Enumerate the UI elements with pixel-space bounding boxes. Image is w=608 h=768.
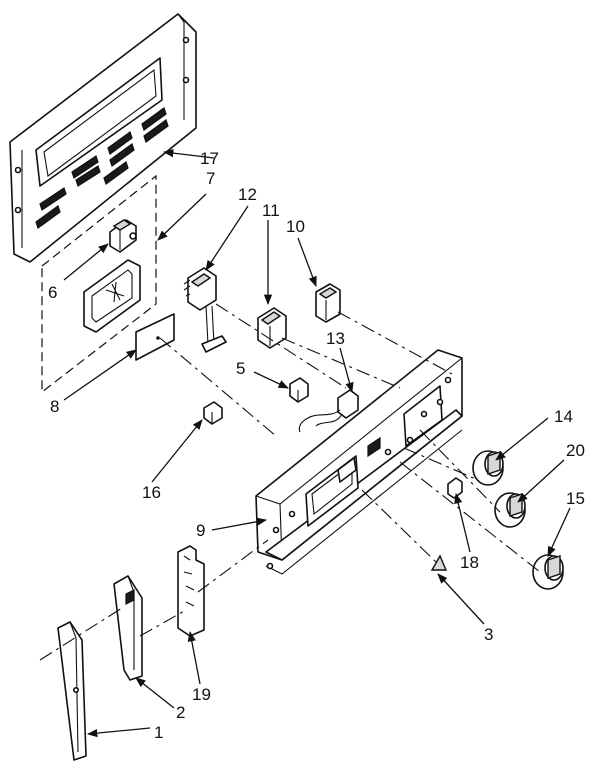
part-14-knob [472, 450, 504, 486]
part-10-switch [315, 283, 341, 323]
callout-2: 2 [176, 703, 185, 722]
part-3-cone [430, 554, 448, 571]
callout-19: 19 [192, 685, 211, 704]
callout-10: 10 [286, 217, 305, 236]
part-2-side-trim [113, 575, 143, 681]
part-5-connector [289, 377, 309, 403]
callout-17: 17 [200, 149, 219, 168]
callout-1: 1 [154, 723, 163, 742]
part-6-switch [109, 219, 137, 253]
callout-labels: 17 7 12 11 10 6 13 5 8 14 20 16 15 9 18 … [48, 149, 585, 742]
part-20-knob [494, 492, 526, 528]
part-16-clip [203, 401, 223, 425]
assembly-lines [39, 303, 541, 661]
part-19-bracket [177, 545, 205, 637]
part-8-lens [135, 313, 175, 361]
part-1-end-cap [57, 621, 87, 761]
callout-3: 3 [484, 625, 493, 644]
callout-15: 15 [566, 489, 585, 508]
part-8-lamp-housing [83, 259, 141, 333]
callout-18: 18 [460, 553, 479, 572]
callout-14: 14 [554, 407, 573, 426]
callout-16: 16 [142, 483, 161, 502]
callout-8: 8 [50, 397, 59, 416]
callout-13: 13 [326, 329, 345, 348]
callout-20: 20 [566, 441, 585, 460]
leader-arrows [63, 148, 571, 738]
part-9-control-panel [255, 349, 463, 575]
callout-12: 12 [238, 185, 257, 204]
part-18-plug [447, 477, 463, 499]
part-15-knob [532, 554, 564, 590]
callout-6: 6 [48, 283, 57, 302]
part-12-switch-bracket [183, 267, 227, 353]
callout-11: 11 [262, 201, 280, 220]
rear-console-panel [9, 13, 197, 263]
component-group-outline [41, 174, 157, 394]
part-11-switch [257, 307, 287, 349]
callout-5: 5 [236, 359, 245, 378]
callout-9: 9 [196, 521, 205, 540]
callout-7: 7 [206, 169, 215, 188]
